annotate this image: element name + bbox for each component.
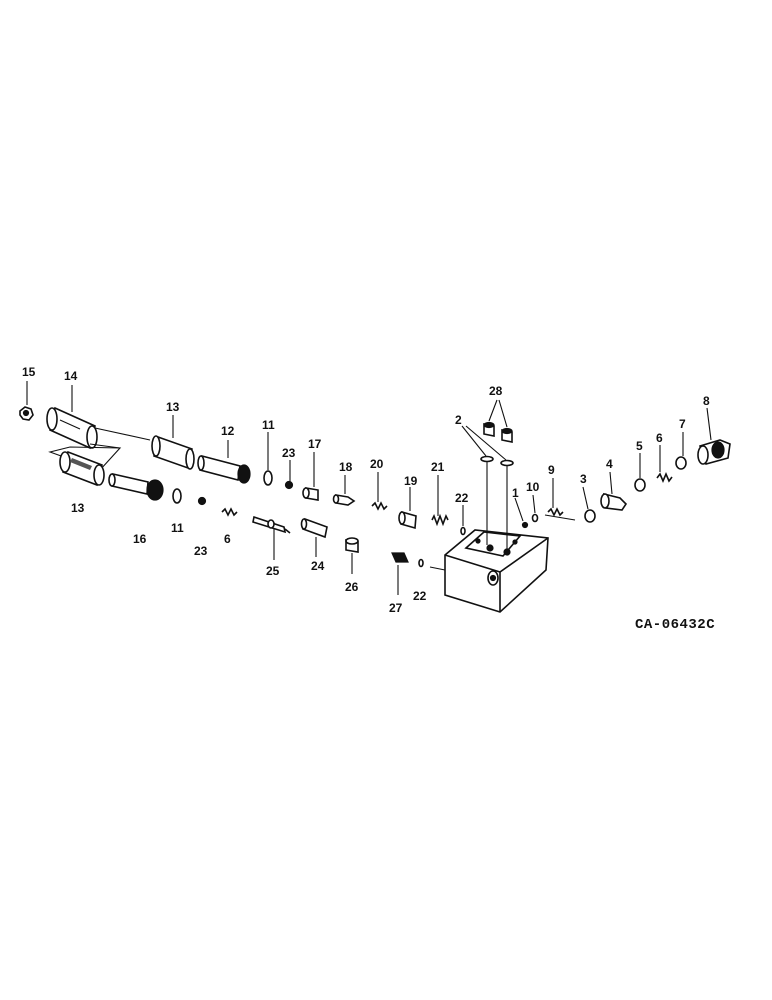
callout-13-lower: 13 <box>71 501 85 515</box>
part-13-bushing-upper <box>151 435 195 470</box>
callout-19: 19 <box>404 474 418 488</box>
callout-26: 26 <box>345 580 359 594</box>
part-17-plug <box>302 487 319 501</box>
part-23-washer-upper <box>284 480 294 490</box>
part-28-plugs <box>483 421 513 443</box>
callout-11-lower: 11 <box>171 521 184 535</box>
part-8-fitting <box>697 439 731 465</box>
callout-27: 27 <box>389 601 403 615</box>
callout-14: 14 <box>64 369 78 383</box>
part-4-poppet <box>600 492 628 511</box>
part-2-o-rings <box>480 455 514 467</box>
callout-5: 5 <box>636 439 643 453</box>
part-23-washer-lower <box>197 496 207 506</box>
part-10-o-ring <box>531 513 539 523</box>
part-24-sleeve <box>300 517 328 539</box>
part-16-spool <box>108 473 164 501</box>
callout-8: 8 <box>703 394 710 408</box>
part-11-o-ring-lower <box>172 488 182 504</box>
part-22-o-ring-upper <box>460 526 466 536</box>
callout-10: 10 <box>526 480 540 494</box>
leader-lines <box>26 381 712 595</box>
callout-17: 17 <box>308 437 322 451</box>
drawing-code: CA-06432C <box>635 617 715 633</box>
callout-22-lower: 22 <box>413 589 427 603</box>
callout-9: 9 <box>548 463 555 477</box>
callout-21: 21 <box>431 460 445 474</box>
callout-6-upper: 6 <box>656 431 663 445</box>
callout-2: 2 <box>455 413 462 427</box>
part-26-cap <box>345 537 359 553</box>
callout-13-upper: 13 <box>166 400 180 414</box>
callout-1: 1 <box>512 486 519 500</box>
part-3-o-ring <box>584 509 596 523</box>
callout-24: 24 <box>311 559 325 573</box>
part-20-spring <box>371 501 388 511</box>
callout-18: 18 <box>339 460 353 474</box>
part-9-spring <box>547 507 564 517</box>
callout-labels: 15 14 13 13 12 11 11 23 23 17 18 20 19 2… <box>22 365 710 615</box>
part-12-spool <box>197 454 251 484</box>
callout-20: 20 <box>370 457 384 471</box>
part-22-o-ring-lower <box>418 558 424 568</box>
part-13-bushing-lower <box>48 446 122 487</box>
callout-6-lower: 6 <box>224 532 231 546</box>
callout-7: 7 <box>679 417 686 431</box>
callout-23-lower: 23 <box>194 544 208 558</box>
part-11-o-ring-upper <box>263 470 273 486</box>
callout-23-upper: 23 <box>282 446 296 460</box>
part-6-spring-lower <box>221 507 238 517</box>
callout-3: 3 <box>580 472 587 486</box>
part-18-poppet <box>332 494 356 506</box>
part-14-sleeve <box>46 406 151 450</box>
callout-4: 4 <box>606 457 613 471</box>
callout-22-upper: 22 <box>455 491 469 505</box>
callout-15: 15 <box>22 365 36 379</box>
part-27-spring <box>391 552 409 563</box>
part-7-o-ring <box>675 456 687 470</box>
callout-16: 16 <box>133 532 147 546</box>
part-15-nut <box>19 406 34 421</box>
callout-25: 25 <box>266 564 280 578</box>
callout-28: 28 <box>489 384 503 398</box>
callout-12: 12 <box>221 424 235 438</box>
valve-body <box>429 462 576 613</box>
part-25-pin <box>252 515 291 534</box>
callout-11-upper: 11 <box>262 418 275 432</box>
part-1-ball <box>521 521 529 529</box>
part-21-spring <box>431 513 449 527</box>
part-6-spring-upper <box>656 471 673 484</box>
part-5-o-ring <box>634 478 646 492</box>
part-19-plug <box>398 510 417 530</box>
